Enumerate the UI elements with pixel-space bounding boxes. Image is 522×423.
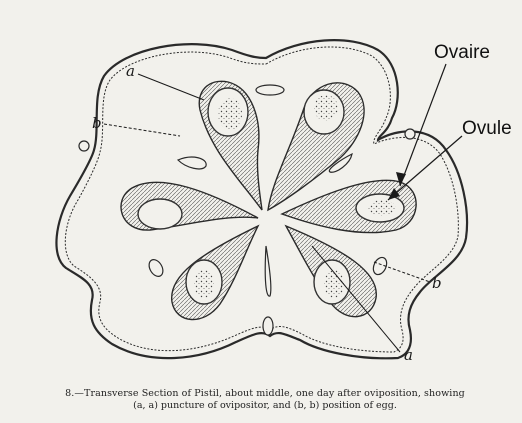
- label-b-right: b: [432, 274, 442, 292]
- ovule-left: [138, 199, 182, 229]
- line-a-top: [138, 74, 204, 100]
- ovaire-label: Ovaire: [434, 42, 490, 64]
- caption-line-2: (a, a) puncture of ovipositor, and (b, b…: [20, 400, 510, 412]
- label-a-bottom: a: [404, 346, 413, 364]
- label-a-top: a: [126, 62, 135, 80]
- label-b-left: b: [92, 114, 102, 132]
- arrow-ovaire: [400, 64, 446, 186]
- line-b-left: [104, 124, 180, 136]
- caption-line-1: 8.—Transverse Section of Pistil, about m…: [20, 388, 510, 400]
- arrow-ovule: [388, 136, 462, 200]
- figure-caption: 8.—Transverse Section of Pistil, about m…: [20, 388, 510, 412]
- ovule-label: Ovule: [462, 118, 512, 140]
